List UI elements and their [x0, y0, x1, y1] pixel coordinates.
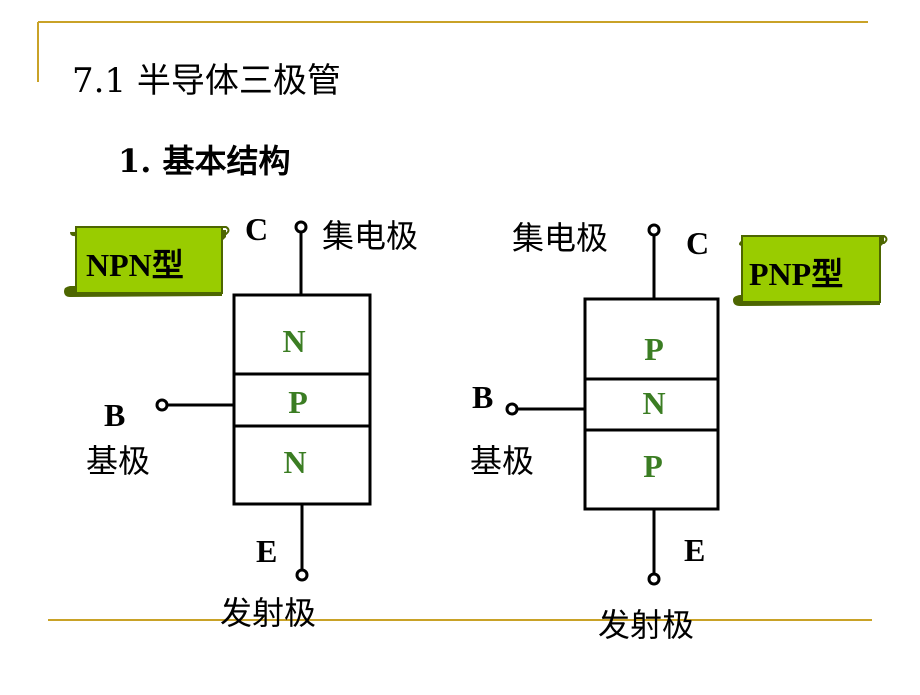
- npn-tag: NPN型: [64, 226, 230, 297]
- npn-tag-label: NPN型: [86, 247, 184, 283]
- npn-layer-emitter: N: [283, 444, 306, 480]
- npn-base-label: 基极: [86, 442, 150, 480]
- npn-layer-collector: N: [282, 323, 305, 359]
- pnp-base-letter: B: [472, 379, 493, 415]
- npn-collector-terminal: [294, 220, 308, 234]
- pnp-layer-emitter: P: [643, 448, 663, 484]
- pnp-emitter-terminal: [647, 572, 661, 586]
- npn-base-letter: B: [104, 397, 125, 433]
- slide-title: 7.1 半导体三极管: [72, 61, 341, 101]
- pnp-base-label: 基极: [470, 442, 534, 480]
- npn-emitter-terminal: [295, 568, 309, 582]
- npn-collector-letter: C: [245, 211, 268, 247]
- pnp-tag-label: PNP型: [749, 256, 843, 292]
- pnp-emitter-letter: E: [684, 532, 705, 568]
- pnp-emitter-label: 发射极: [598, 606, 694, 644]
- pnp-collector-letter: C: [686, 225, 709, 261]
- npn-collector-label: 集电极: [322, 217, 418, 255]
- npn-emitter-label: 发射极: [220, 594, 316, 632]
- pnp-layer-base: N: [642, 385, 665, 421]
- npn-base-terminal: [155, 398, 169, 412]
- pnp-base-terminal: [505, 402, 519, 416]
- pnp-collector-terminal: [647, 223, 661, 237]
- section-heading: 1. 基本结构: [118, 142, 291, 180]
- pnp-tag: PNP型: [733, 235, 888, 306]
- npn-layer-base: P: [288, 384, 308, 420]
- pnp-body: [583, 297, 720, 511]
- npn-emitter-letter: E: [256, 533, 277, 569]
- pnp-layer-collector: P: [644, 331, 664, 367]
- pnp-collector-label: 集电极: [512, 219, 608, 257]
